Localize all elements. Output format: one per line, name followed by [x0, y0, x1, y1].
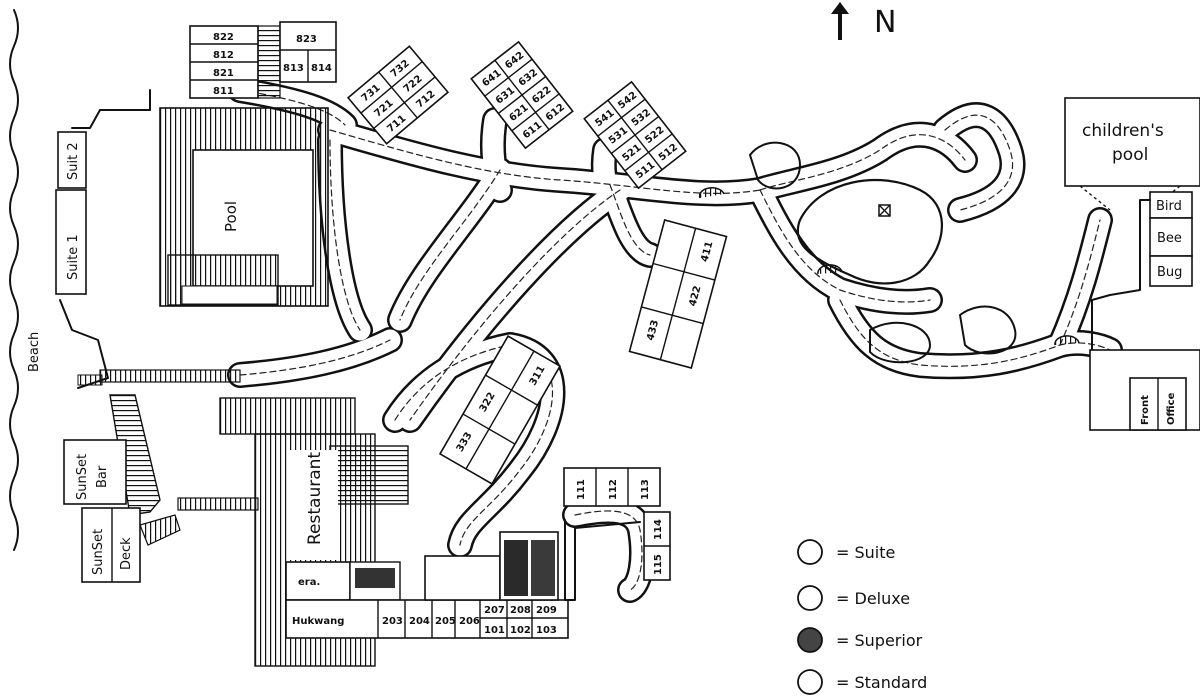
front-office-label-1: Front [1140, 395, 1151, 425]
room-422: 422 [688, 285, 704, 308]
garden-lagoon [796, 178, 943, 285]
building-100-200 [285, 467, 671, 639]
sunset-bar-label-1: SunSet [75, 454, 90, 500]
room-209: 209 [536, 605, 557, 616]
legend-standard-swatch [797, 669, 823, 695]
suite-2-label: Suit 2 [66, 142, 81, 180]
suite-buildings [55, 89, 259, 546]
pool-complex [159, 107, 329, 307]
beach-shoreline [9, 9, 19, 551]
room-208: 208 [510, 605, 531, 616]
room-113: 113 [640, 479, 651, 500]
front-office-area [1089, 191, 1200, 431]
room-814: 814 [311, 63, 332, 74]
bird-label: Bird [1156, 199, 1182, 214]
building-800 [189, 21, 337, 99]
room-115: 115 [653, 554, 664, 575]
room-813: 813 [283, 63, 304, 74]
fountain-icon [878, 204, 891, 217]
legend-deluxe-swatch [797, 585, 823, 611]
room-411: 411 [699, 240, 715, 263]
room-823: 823 [296, 34, 317, 45]
hukwang-label: Hukwang [292, 616, 344, 627]
childrens-pool [1064, 97, 1200, 211]
building-300: 311 322 333 [438, 335, 562, 485]
front-office-label-2: Office [1166, 392, 1177, 425]
bee-label: Bee [1157, 231, 1182, 246]
north-label: N [874, 5, 896, 40]
suite-1-label: Suite 1 [66, 234, 81, 280]
footpaths [227, 77, 1123, 603]
room-812: 812 [213, 50, 234, 61]
room-821: 821 [213, 68, 234, 79]
legend-superior-label: = Superior [836, 631, 923, 650]
sunset-deck-label-2: Deck [119, 537, 134, 570]
childrens-pool-label-1: children's [1082, 121, 1164, 141]
building-400: 411 422 433 [628, 219, 728, 369]
room-433: 433 [645, 319, 661, 342]
sunset-deck-label-1: SunSet [91, 529, 106, 575]
era-label: era. [298, 577, 320, 588]
room-205: 205 [435, 616, 456, 627]
legend-suite-swatch [797, 539, 823, 565]
pool-label: Pool [222, 201, 240, 232]
legend-deluxe-label: = Deluxe [836, 589, 910, 608]
room-811: 811 [213, 86, 234, 97]
building-700: 731 732 721 722 711 712 [346, 45, 450, 145]
building-500: 541 542 531 532 521 522 511 512 [583, 80, 687, 190]
legend-suite-label: = Suite [836, 543, 895, 562]
childrens-pool-label-2: pool [1112, 145, 1148, 165]
room-114: 114 [653, 519, 664, 540]
sunset-area [63, 439, 141, 583]
room-103: 103 [536, 625, 557, 636]
room-822: 822 [213, 32, 234, 43]
room-203: 203 [382, 616, 403, 627]
room-207: 207 [484, 605, 505, 616]
room-102: 102 [510, 625, 531, 636]
restaurant-label: Restaurant [305, 452, 325, 545]
north-arrow-icon [831, 2, 849, 40]
building-600: 641 642 631 632 621 622 611 612 [470, 40, 574, 150]
sunset-bar-label-2: Bar [95, 465, 110, 488]
room-112: 112 [608, 479, 619, 500]
room-101: 101 [484, 625, 505, 636]
bridges [698, 187, 1080, 346]
room-206: 206 [459, 616, 480, 627]
room-204: 204 [409, 616, 430, 627]
room-111: 111 [576, 479, 587, 500]
beach-label: Beach [27, 332, 42, 372]
legend-superior-swatch [797, 627, 823, 653]
bug-label: Bug [1157, 265, 1182, 280]
legend-standard-label: = Standard [836, 673, 927, 692]
map-legend: = Suite = Deluxe = Superior = Standard [797, 539, 927, 695]
